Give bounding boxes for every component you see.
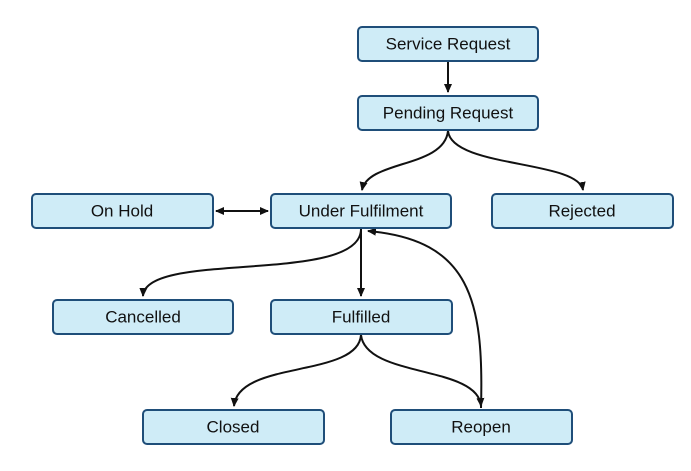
edge-reopen-to-under-fulfilment (367, 227, 483, 409)
node-on-hold-label: On Hold (91, 202, 153, 221)
node-service-request[interactable]: Service Request (357, 26, 539, 62)
node-closed[interactable]: Closed (142, 409, 325, 445)
edge-pending-to-rejected (447, 130, 586, 191)
node-pending-request-label: Pending Request (383, 104, 514, 123)
node-cancelled[interactable]: Cancelled (52, 299, 234, 335)
node-reopen[interactable]: Reopen (390, 409, 573, 445)
node-reopen-label: Reopen (451, 418, 511, 437)
edge-under-fulfilment-to-cancelled (139, 228, 362, 297)
node-fulfilled[interactable]: Fulfilled (270, 299, 453, 335)
node-under-fulfilment-label: Under Fulfilment (299, 202, 424, 221)
node-pending-request[interactable]: Pending Request (357, 95, 539, 131)
node-under-fulfilment[interactable]: Under Fulfilment (270, 193, 452, 229)
node-fulfilled-label: Fulfilled (332, 308, 391, 327)
edge-pending-to-under-fulfilment (359, 130, 449, 191)
edge-fulfilled-to-closed (230, 334, 362, 407)
edge-fulfilled-to-reopen (360, 334, 485, 407)
node-rejected[interactable]: Rejected (491, 193, 674, 229)
node-cancelled-label: Cancelled (105, 308, 181, 327)
node-closed-label: Closed (207, 418, 260, 437)
node-service-request-label: Service Request (386, 35, 511, 54)
node-on-hold[interactable]: On Hold (31, 193, 214, 229)
node-rejected-label: Rejected (548, 202, 615, 221)
edges (139, 61, 586, 409)
